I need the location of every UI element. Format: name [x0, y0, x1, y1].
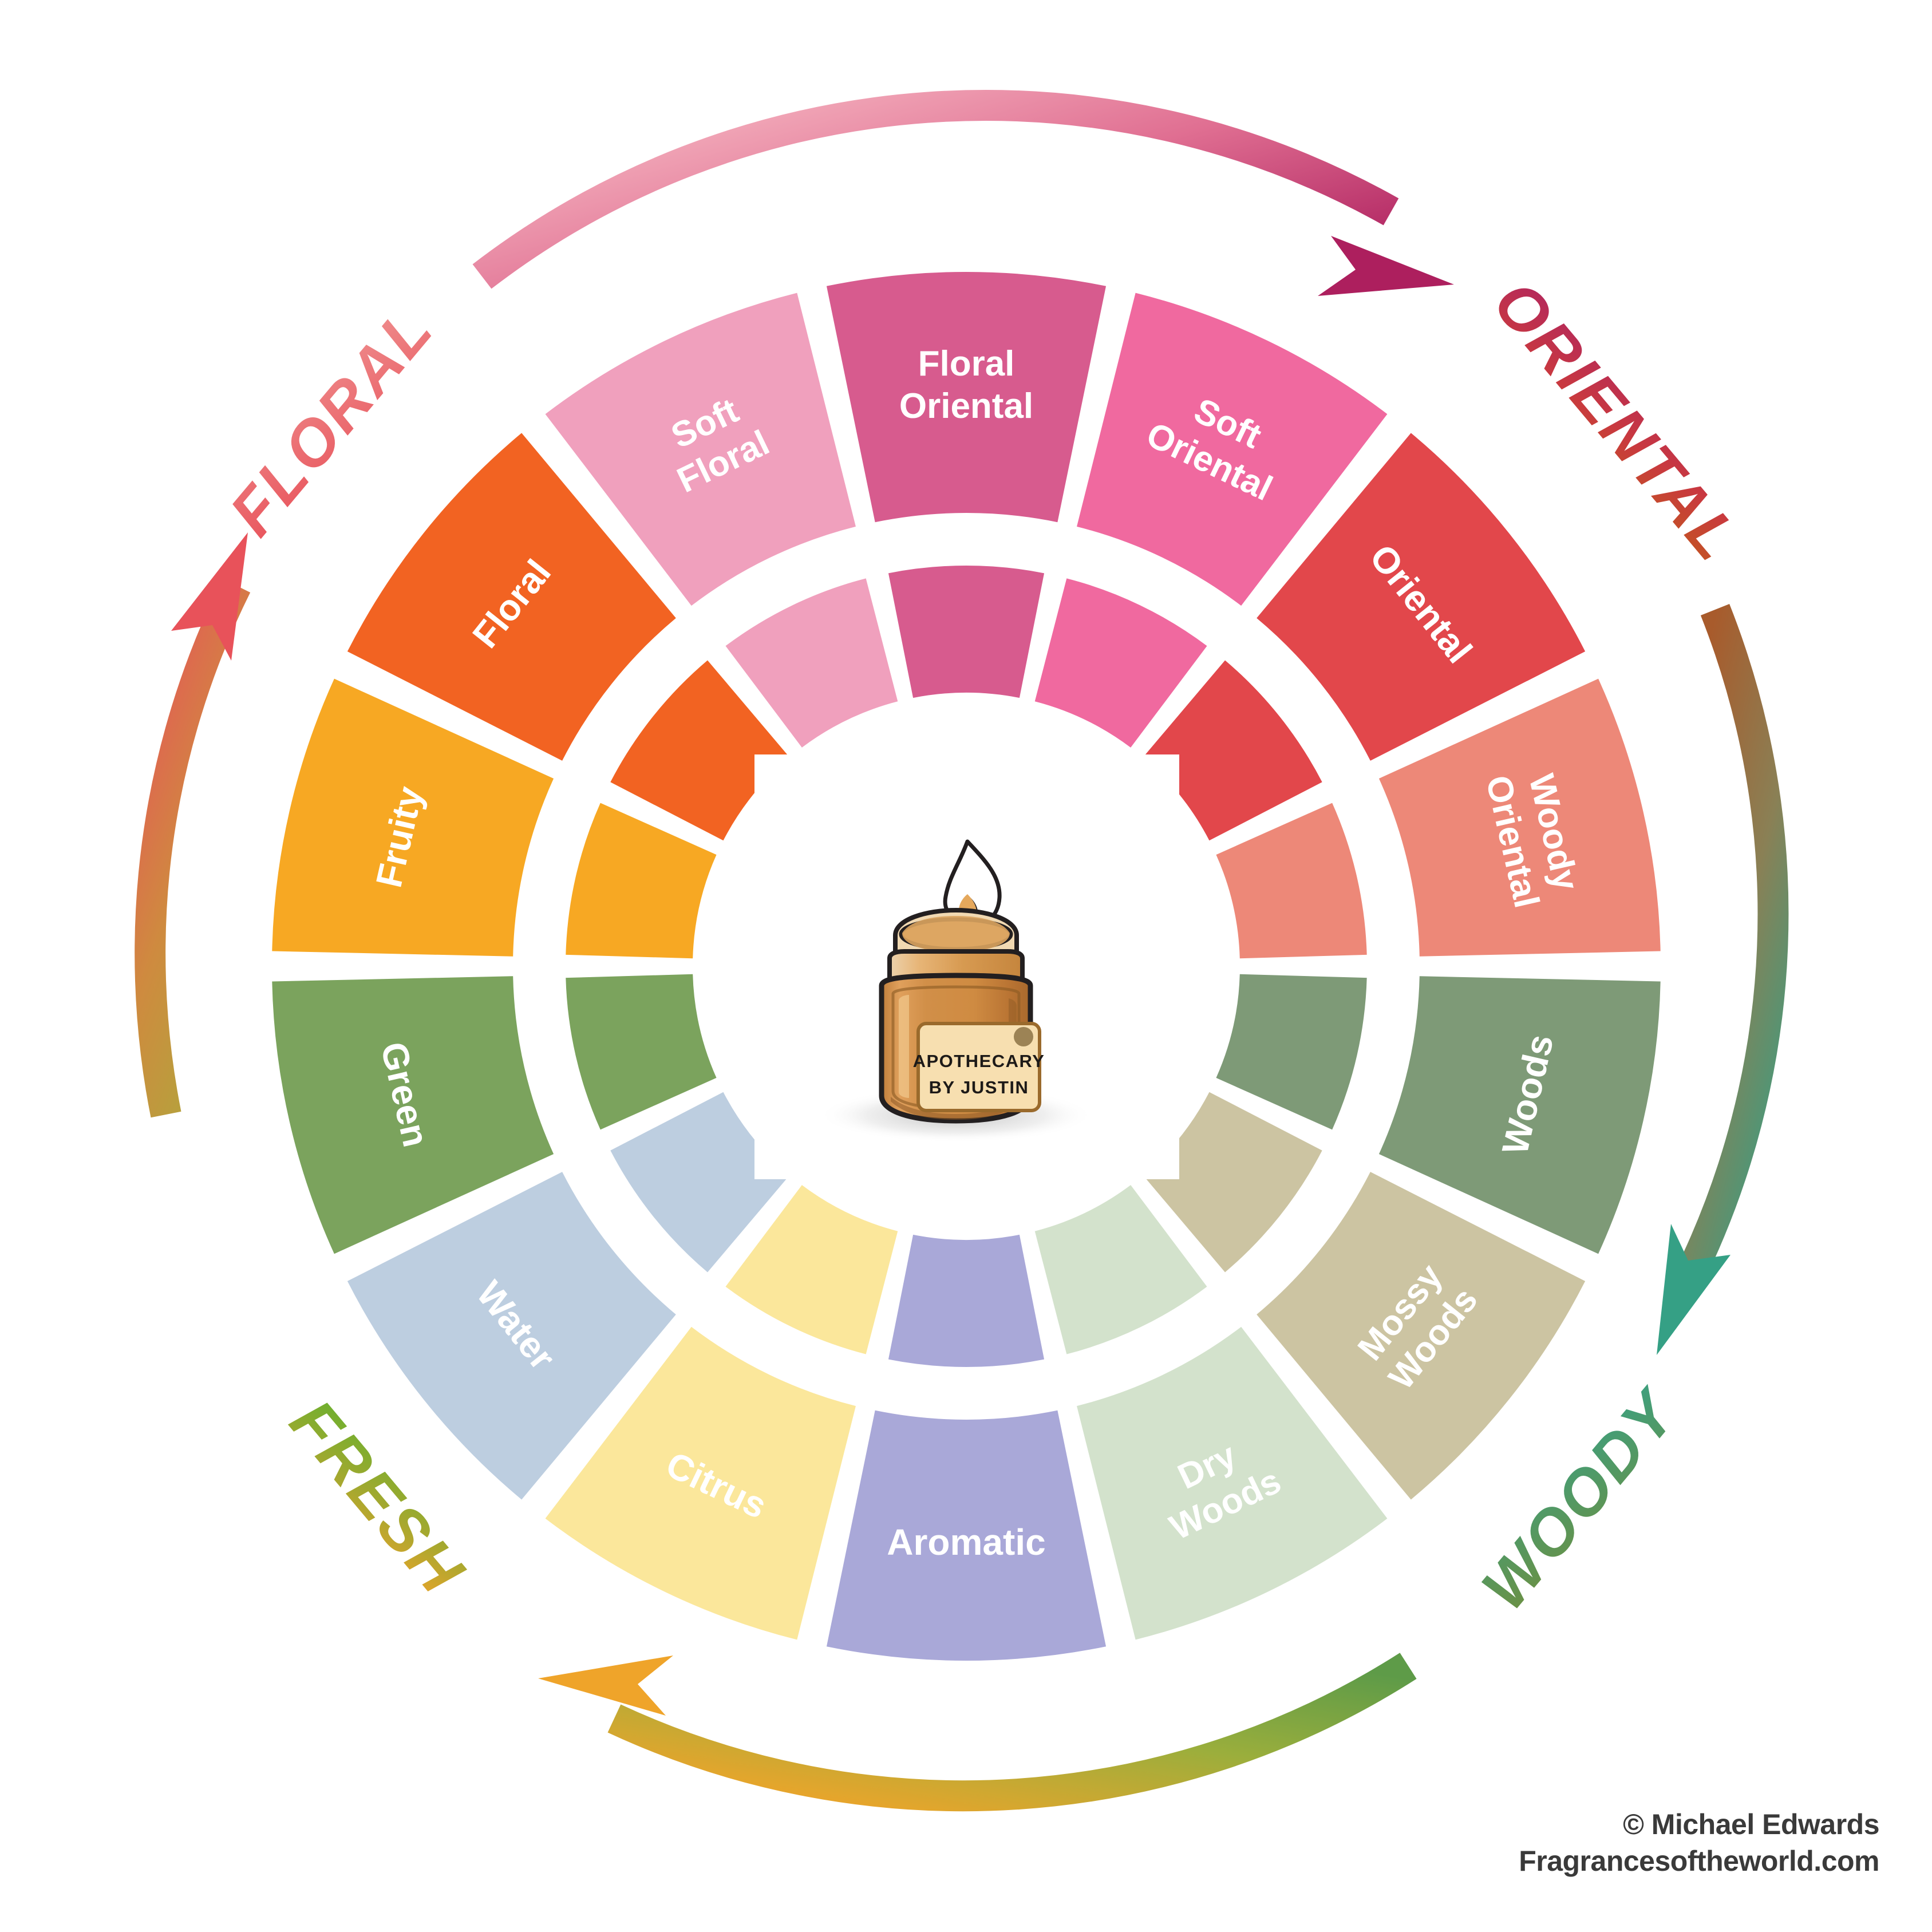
- credit-line-1: © Michael Edwards: [1623, 1808, 1879, 1840]
- directional-arcs: [135, 90, 1789, 1812]
- wheel-segment-outer[interactable]: [1257, 433, 1586, 761]
- wheel-segment-outer[interactable]: [1077, 1326, 1388, 1640]
- wheel-segment-outer[interactable]: [347, 433, 676, 761]
- arc-woody: [1657, 604, 1789, 1355]
- wheel-segment-inner[interactable]: [1216, 974, 1367, 1130]
- wheel-segment-outer[interactable]: [272, 976, 554, 1254]
- wheel-segment-outer[interactable]: [826, 271, 1107, 523]
- wheel-segment-inner[interactable]: [1216, 803, 1367, 959]
- wheel-segment-outer[interactable]: [1257, 1172, 1586, 1500]
- wheel-segment-inner[interactable]: [1034, 578, 1207, 748]
- wheel-segment-inner[interactable]: [566, 803, 717, 959]
- copyright-credit: © Michael Edwards Fragrancesoftheworld.c…: [1519, 1806, 1879, 1879]
- family-label-oriental: ORIENTAL: [1480, 267, 1754, 575]
- wheel-segment-inner[interactable]: [566, 974, 717, 1130]
- product-label-line1: APOTHECARY: [913, 1051, 1045, 1071]
- wheel-segment-inner[interactable]: [1143, 660, 1322, 841]
- wheel-segment-outer[interactable]: [545, 1326, 856, 1640]
- wheel-segment-outer[interactable]: [1077, 293, 1388, 606]
- wheel-segment-inner[interactable]: [610, 660, 790, 841]
- product-label: [916, 1022, 1041, 1112]
- credit-line-2: Fragrancesoftheworld.com: [1519, 1845, 1879, 1877]
- wheel-segment-inner[interactable]: [888, 565, 1045, 698]
- wheel-segment-outer[interactable]: [826, 1410, 1107, 1661]
- family-label-floral: FLORAL: [216, 293, 447, 549]
- arc-floral: [135, 532, 251, 1118]
- label-dot-icon: [1014, 1027, 1033, 1046]
- wheel-segment-outer[interactable]: [272, 678, 554, 957]
- arc-oriental: [472, 90, 1454, 296]
- wheel-segment-inner[interactable]: [888, 1234, 1045, 1367]
- inner-ring: [566, 565, 1367, 1367]
- outer-ring: [272, 271, 1661, 1661]
- arc-fresh: [538, 1653, 1417, 1812]
- center-product-plate: APOTHECARY BY JUSTIN: [754, 754, 1179, 1179]
- product-label-line2: BY JUSTIN: [929, 1077, 1029, 1097]
- wheel-segment-outer[interactable]: [347, 1172, 676, 1500]
- wheel-segment-outer[interactable]: [545, 293, 856, 606]
- candle-illustration: APOTHECARY BY JUSTIN: [819, 839, 1093, 1143]
- wheel-segment-outer[interactable]: [1378, 976, 1661, 1254]
- wheel-segment-inner[interactable]: [1034, 1185, 1207, 1354]
- wheel-segment-inner[interactable]: [725, 1185, 898, 1354]
- family-label-woody: WOODY: [1468, 1375, 1692, 1623]
- wheel-segment-inner[interactable]: [1143, 1092, 1322, 1273]
- wheel-segment-inner[interactable]: [725, 578, 898, 748]
- wheel-segment-inner[interactable]: [610, 1092, 790, 1273]
- wheel-segment-outer[interactable]: [1378, 678, 1661, 957]
